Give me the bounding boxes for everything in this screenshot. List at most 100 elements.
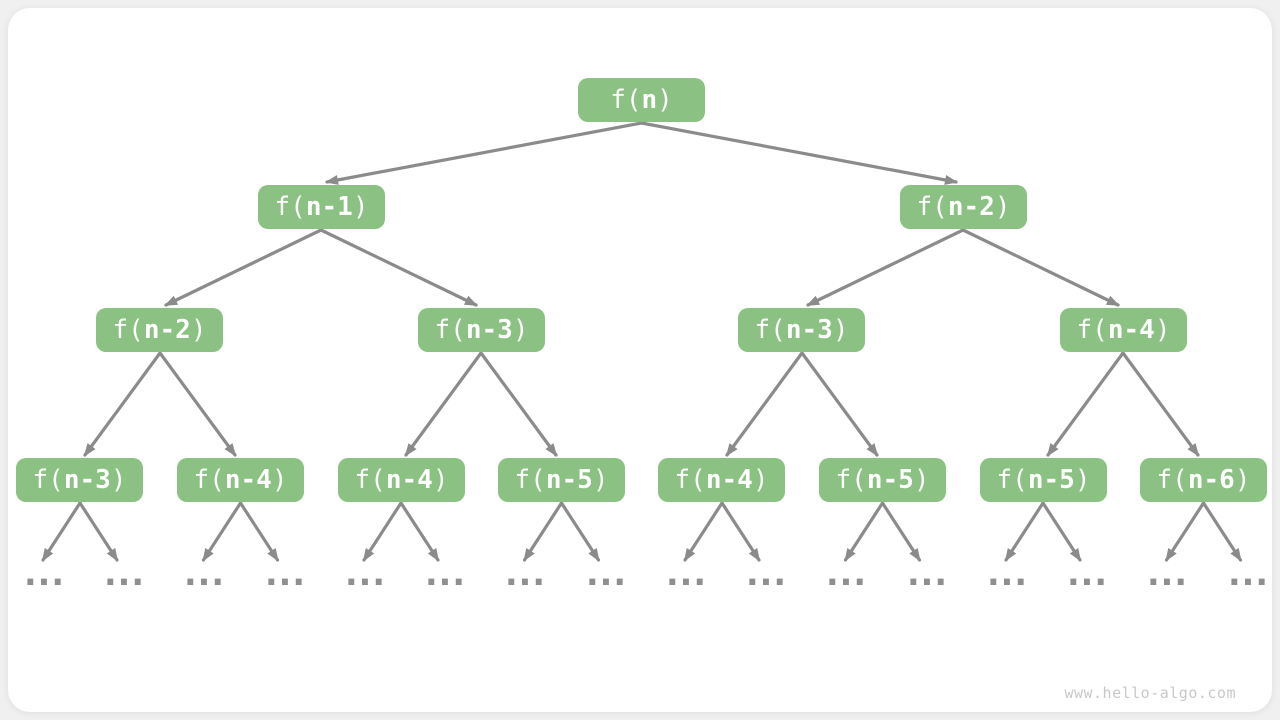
node-label-arg: n-6 — [1187, 465, 1235, 495]
edge — [720, 501, 761, 562]
edge — [843, 501, 885, 562]
ellipsis-leaf: ... — [661, 553, 710, 594]
diagram-card — [8, 8, 1272, 712]
node-label-prefix: f( — [354, 465, 386, 495]
node-label-arg: n-2 — [947, 192, 995, 222]
node-label-suffix: ) — [913, 465, 930, 495]
watermark: www.hello-algo.com — [1064, 684, 1236, 702]
ellipsis-leaf: ... — [99, 553, 148, 594]
node-fn-root: f(n) — [578, 78, 705, 122]
ellipsis-leaf: ... — [982, 553, 1031, 594]
node-label-arg: n-5 — [1027, 465, 1075, 495]
edge — [1046, 351, 1125, 457]
node-label-arg: n-1 — [305, 192, 353, 222]
edge — [800, 351, 879, 457]
node-label-suffix: ) — [752, 465, 769, 495]
node-fn-3: f(n-3) — [738, 308, 865, 352]
edge — [639, 121, 958, 185]
edge — [164, 228, 323, 307]
edge — [961, 228, 1120, 307]
node-fn-2: f(n-2) — [96, 308, 223, 352]
ellipsis-leaf: ... — [741, 553, 790, 594]
edge — [201, 501, 243, 562]
ellipsis-leaf: ... — [1062, 553, 1111, 594]
node-label-prefix: f( — [1076, 315, 1108, 345]
edge — [78, 501, 119, 562]
node-label-suffix: ) — [832, 315, 849, 345]
edge — [83, 351, 162, 457]
node-label-suffix: ) — [352, 192, 369, 222]
node-fn-4: f(n-4) — [1060, 308, 1187, 352]
node-fn-5: f(n-5) — [819, 458, 946, 502]
node-label-prefix: f( — [835, 465, 867, 495]
edge — [725, 351, 804, 457]
node-label-prefix: f( — [274, 192, 306, 222]
node-label-suffix: ) — [1154, 315, 1171, 345]
node-fn-3: f(n-3) — [418, 308, 545, 352]
node-fn-3: f(n-3) — [16, 458, 143, 502]
node-label-arg: n — [641, 85, 658, 115]
node-fn-6: f(n-6) — [1140, 458, 1267, 502]
node-fn-4: f(n-4) — [338, 458, 465, 502]
node-label-arg: n-3 — [63, 465, 111, 495]
ellipsis-leaf: ... — [821, 553, 870, 594]
ellipsis-leaf: ... — [902, 553, 951, 594]
node-label-prefix: f( — [193, 465, 225, 495]
node-label-suffix: ) — [271, 465, 288, 495]
node-label-suffix: ) — [1234, 465, 1251, 495]
node-label-prefix: f( — [916, 192, 948, 222]
node-fn-5: f(n-5) — [980, 458, 1107, 502]
edge — [41, 501, 82, 562]
ellipsis-leaf: ... — [581, 553, 630, 594]
ellipsis-leaf: ... — [179, 553, 228, 594]
node-fn-4: f(n-4) — [177, 458, 304, 502]
node-label-prefix: f( — [754, 315, 786, 345]
edge — [158, 351, 237, 457]
node-label-arg: n-2 — [143, 315, 191, 345]
edge — [559, 501, 601, 562]
edge — [325, 121, 644, 185]
edge — [1201, 501, 1243, 562]
node-label-prefix: f( — [996, 465, 1028, 495]
ellipsis-leaf: ... — [1142, 553, 1191, 594]
edge — [522, 501, 564, 562]
node-label-prefix: f( — [1156, 465, 1188, 495]
node-label-suffix: ) — [592, 465, 609, 495]
node-label-prefix: f( — [32, 465, 64, 495]
node-label-arg: n-4 — [705, 465, 753, 495]
ellipsis-leaf: ... — [1223, 553, 1272, 594]
edge — [1121, 351, 1200, 457]
node-label-arg: n-4 — [1107, 315, 1155, 345]
edge — [362, 501, 403, 562]
node-label-prefix: f( — [610, 85, 642, 115]
node-label-arg: n-5 — [545, 465, 593, 495]
ellipsis-leaf: ... — [19, 553, 68, 594]
node-label-arg: n-4 — [385, 465, 433, 495]
node-fn-1: f(n-1) — [258, 185, 385, 229]
edge — [880, 501, 922, 562]
node-label-suffix: ) — [512, 315, 529, 345]
edge — [399, 501, 440, 562]
node-fn-2: f(n-2) — [900, 185, 1027, 229]
node-label-prefix: f( — [514, 465, 546, 495]
ellipsis-leaf: ... — [340, 553, 389, 594]
edge — [806, 228, 965, 307]
node-label-suffix: ) — [994, 192, 1011, 222]
ellipsis-leaf: ... — [260, 553, 309, 594]
node-fn-5: f(n-5) — [498, 458, 625, 502]
node-label-suffix: ) — [657, 85, 673, 115]
edge — [1164, 501, 1206, 562]
edge — [1004, 501, 1045, 562]
edge — [404, 351, 483, 457]
edge — [238, 501, 280, 562]
edge — [479, 351, 558, 457]
node-label-suffix: ) — [190, 315, 207, 345]
edge — [319, 228, 478, 307]
ellipsis-leaf: ... — [500, 553, 549, 594]
node-fn-4: f(n-4) — [658, 458, 785, 502]
node-label-suffix: ) — [1074, 465, 1091, 495]
edge — [1041, 501, 1082, 562]
node-label-prefix: f( — [674, 465, 706, 495]
node-label-suffix: ) — [432, 465, 449, 495]
